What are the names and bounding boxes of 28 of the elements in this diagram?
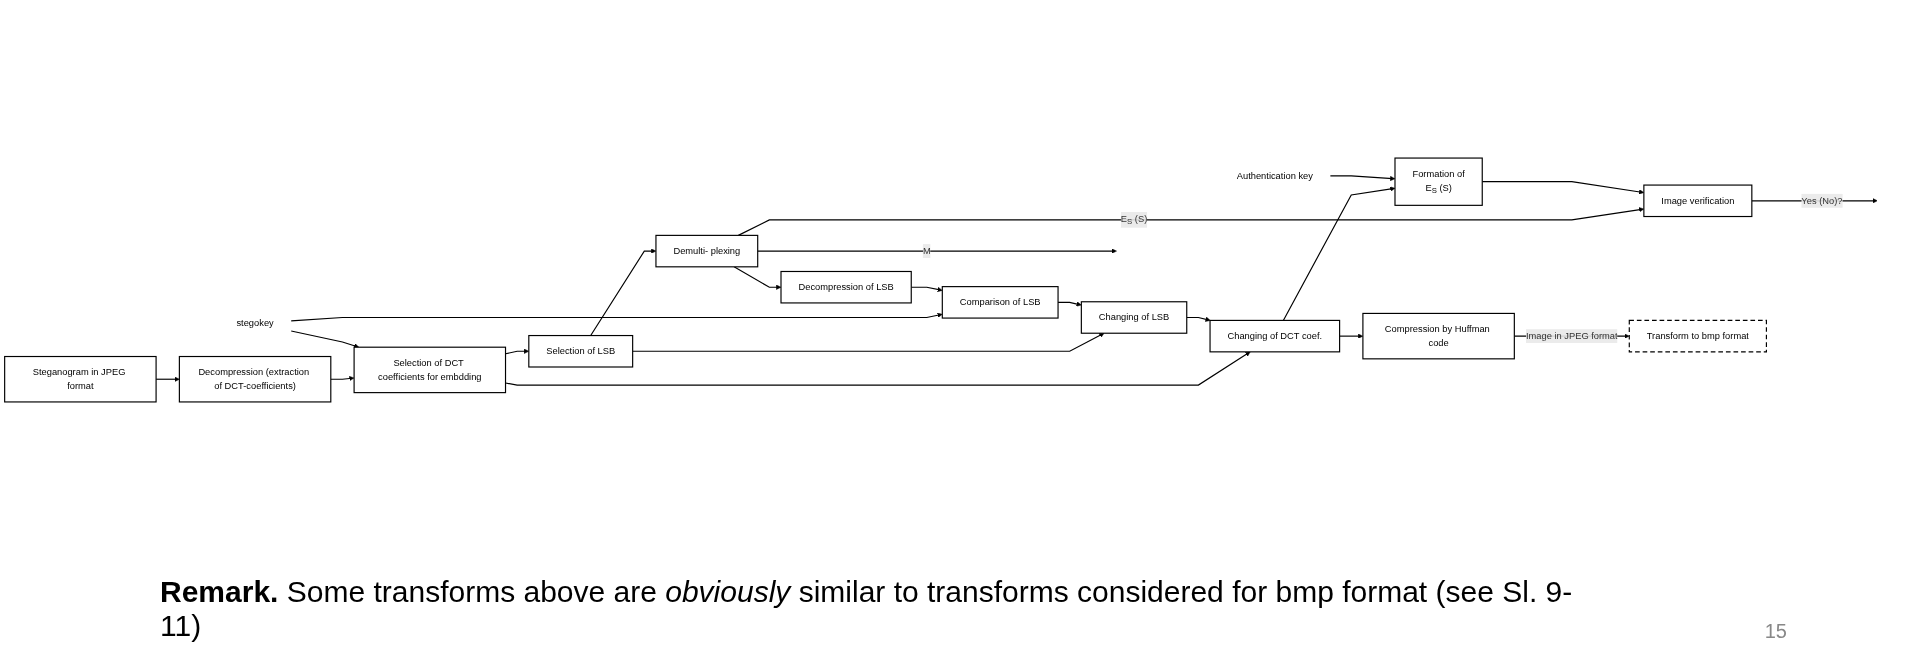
node-box: Formation of E$_{S}$ (S) bbox=[1394, 157, 1483, 206]
node-text: Authentication key bbox=[1236, 170, 1313, 181]
edge-label: Image in JPEG format bbox=[1525, 330, 1618, 341]
arrow bbox=[632, 333, 1105, 352]
arrow bbox=[733, 266, 782, 290]
arrow bbox=[290, 312, 943, 322]
arrow bbox=[290, 330, 360, 349]
remark-note: Remark. Some transforms above are obviously similar to transforms considered for bmp format (see Sl. 9-11) bbox=[160, 575, 1574, 643]
node-box: Steganogram in JPEG format bbox=[4, 355, 157, 403]
node-box: Selection of LSB bbox=[528, 334, 634, 368]
page-number: 15 bbox=[1764, 620, 1787, 643]
node-box: Transform to bmp format bbox=[1628, 319, 1767, 353]
arrow bbox=[1186, 316, 1211, 322]
edge-label: E$_{S}$ (S) bbox=[1120, 213, 1148, 227]
node-box: Compression by Huffman code bbox=[1362, 312, 1515, 360]
arrow bbox=[330, 375, 355, 382]
arrow bbox=[757, 248, 1117, 254]
node-box: Selection of DCT coefficients for embdding bbox=[353, 346, 507, 394]
node-box: Demulti- plexing bbox=[655, 234, 759, 268]
node-box: Comparison of LSB bbox=[941, 286, 1059, 319]
edge-label: Yes (No)? bbox=[1801, 195, 1843, 206]
node-box: Decompression (extraction of DCT-coefficients) bbox=[178, 355, 332, 403]
node-text: stegokey bbox=[236, 318, 274, 328]
node-box: Changing of LSB bbox=[1080, 301, 1188, 334]
edge-label: M bbox=[922, 245, 931, 256]
node-box: Decompression of LSB bbox=[780, 270, 912, 304]
node-box: Image verification bbox=[1643, 184, 1753, 218]
node-box: Changing of DCT coef. bbox=[1209, 319, 1341, 353]
